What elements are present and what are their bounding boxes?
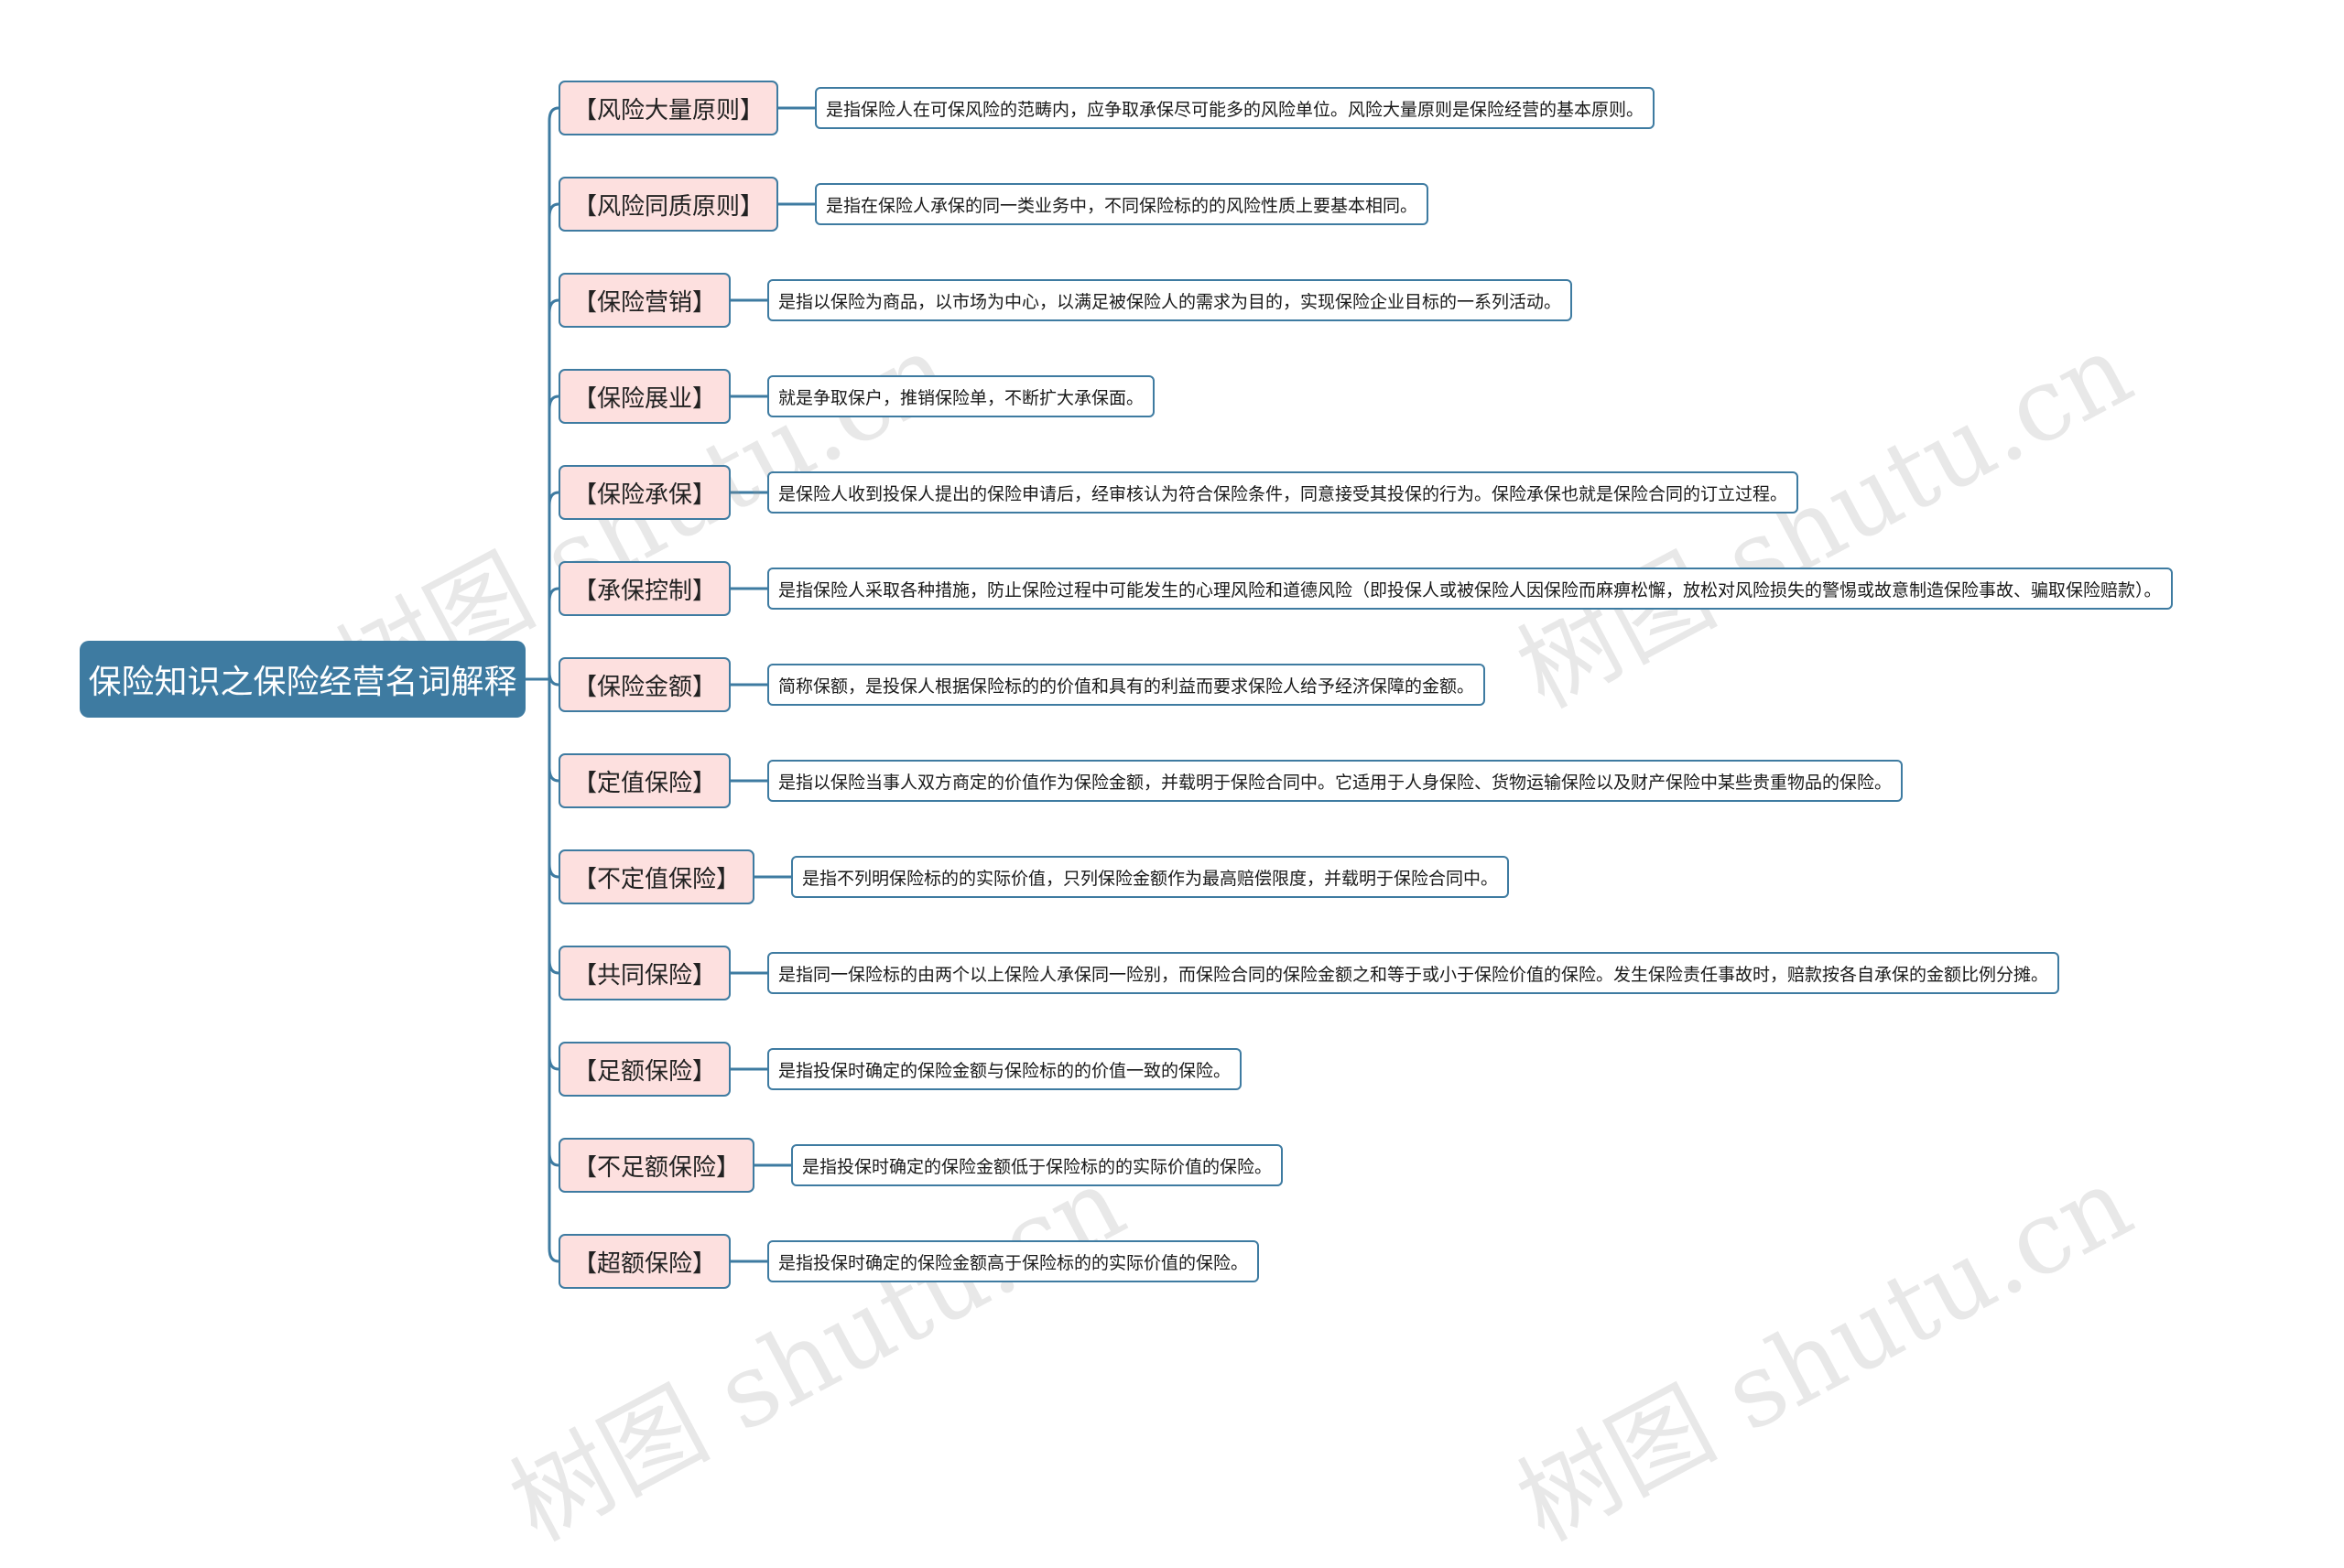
description-node[interactable]: 是指投保时确定的保险金额低于保险标的的实际价值的保险。 bbox=[791, 1144, 1284, 1186]
description-node[interactable]: 是指投保时确定的保险金额与保险标的的价值一致的保险。 bbox=[767, 1048, 1243, 1090]
term-node[interactable]: 【保险展业】 bbox=[559, 369, 731, 424]
description-node[interactable]: 简称保额，是投保人根据保险标的的价值和具有的利益而要求保险人给予经济保障的金额。 bbox=[767, 664, 1486, 706]
term-node[interactable]: 【承保控制】 bbox=[559, 561, 731, 616]
term-node[interactable]: 【保险承保】 bbox=[559, 465, 731, 520]
description-node[interactable]: 是指保险人在可保风险的范畴内，应争取承保尽可能多的风险单位。风险大量原则是保险经… bbox=[815, 87, 1655, 129]
branch-connector bbox=[548, 106, 559, 122]
branch-connector bbox=[548, 1152, 559, 1167]
description-node[interactable]: 就是争取保户，推销保险单，不断扩大承保面。 bbox=[767, 375, 1156, 417]
description-node[interactable]: 是指投保时确定的保险金额高于保险标的的实际价值的保险。 bbox=[767, 1240, 1260, 1282]
branch-connector bbox=[548, 491, 559, 506]
term-node[interactable]: 【定值保险】 bbox=[559, 753, 731, 808]
description-node[interactable]: 是指在保险人承保的同一类业务中，不同保险标的的风险性质上要基本相同。 bbox=[815, 183, 1429, 225]
term-node[interactable]: 【不定值保险】 bbox=[559, 849, 754, 904]
mindmap-canvas: 树图 shutu.cn 树图 shutu.cn 树图 shutu.cn 树图 s… bbox=[80, 81, 2173, 1563]
branch-connector bbox=[548, 767, 559, 783]
term-node[interactable]: 【超额保险】 bbox=[559, 1234, 731, 1289]
branch-connector bbox=[548, 298, 559, 314]
connector-lines bbox=[526, 106, 815, 1263]
root-topic[interactable]: 保险知识之保险经营名词解释 bbox=[80, 641, 526, 718]
description-node[interactable]: 是指以保险当事人双方商定的价值作为保险金额，并载明于保险合同中。它适用于人身保险… bbox=[767, 760, 1904, 802]
description-node[interactable]: 是指不列明保险标的的实际价值，只列保险金额作为最高赔偿限度，并载明于保险合同中。 bbox=[791, 856, 1510, 898]
branch-connector bbox=[548, 1248, 559, 1263]
term-node[interactable]: 【共同保险】 bbox=[559, 946, 731, 1000]
branch-connector bbox=[548, 202, 559, 218]
term-node[interactable]: 【保险营销】 bbox=[559, 273, 731, 328]
branch-connector bbox=[548, 863, 559, 879]
term-node[interactable]: 【足额保险】 bbox=[559, 1042, 731, 1097]
branch-connector bbox=[548, 395, 559, 410]
branch-connector bbox=[548, 587, 559, 602]
term-node[interactable]: 【风险大量原则】 bbox=[559, 81, 778, 135]
description-node[interactable]: 是指以保险为商品，以市场为中心，以满足被保险人的需求为目的，实现保险企业目标的一… bbox=[767, 279, 1573, 321]
branch-connector bbox=[548, 1055, 559, 1071]
description-node[interactable]: 是保险人收到投保人提出的保险申请后，经审核认为符合保险条件，同意接受其投保的行为… bbox=[767, 471, 1799, 514]
description-node[interactable]: 是指保险人采取各种措施，防止保险过程中可能发生的心理风险和道德风险（即投保人或被… bbox=[767, 568, 2173, 610]
term-node[interactable]: 【不足额保险】 bbox=[559, 1138, 754, 1193]
branch-connector bbox=[548, 671, 559, 687]
description-node[interactable]: 是指同一保险标的由两个以上保险人承保同一险别，而保险合同的保险金额之和等于或小于… bbox=[767, 952, 2060, 994]
branch-connector bbox=[548, 959, 559, 975]
term-node[interactable]: 【保险金额】 bbox=[559, 657, 731, 712]
term-node[interactable]: 【风险同质原则】 bbox=[559, 177, 778, 232]
